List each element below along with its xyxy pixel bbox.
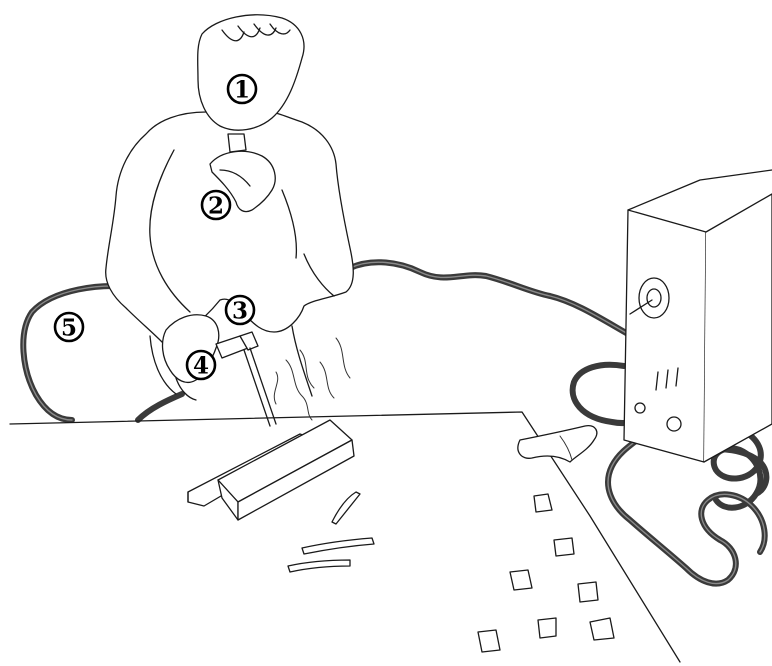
welding-machine xyxy=(624,170,772,462)
rag xyxy=(518,426,597,462)
marker-4-label: 4 xyxy=(193,353,209,380)
workpiece xyxy=(188,420,354,520)
marker-3: 3 xyxy=(226,296,254,325)
marker-4: 4 xyxy=(187,351,215,380)
marker-3-label: 3 xyxy=(232,298,248,325)
marker-5: 5 xyxy=(55,313,83,342)
marker-2-label: 2 xyxy=(208,193,224,220)
marker-1: 1 xyxy=(228,75,256,104)
welder xyxy=(106,15,354,426)
metal-scraps xyxy=(288,492,374,572)
welding-cable xyxy=(350,262,628,334)
marker-2: 2 xyxy=(202,191,230,220)
chips xyxy=(478,494,614,652)
marker-1-label: 1 xyxy=(234,77,250,104)
marker-5-label: 5 xyxy=(61,315,77,342)
